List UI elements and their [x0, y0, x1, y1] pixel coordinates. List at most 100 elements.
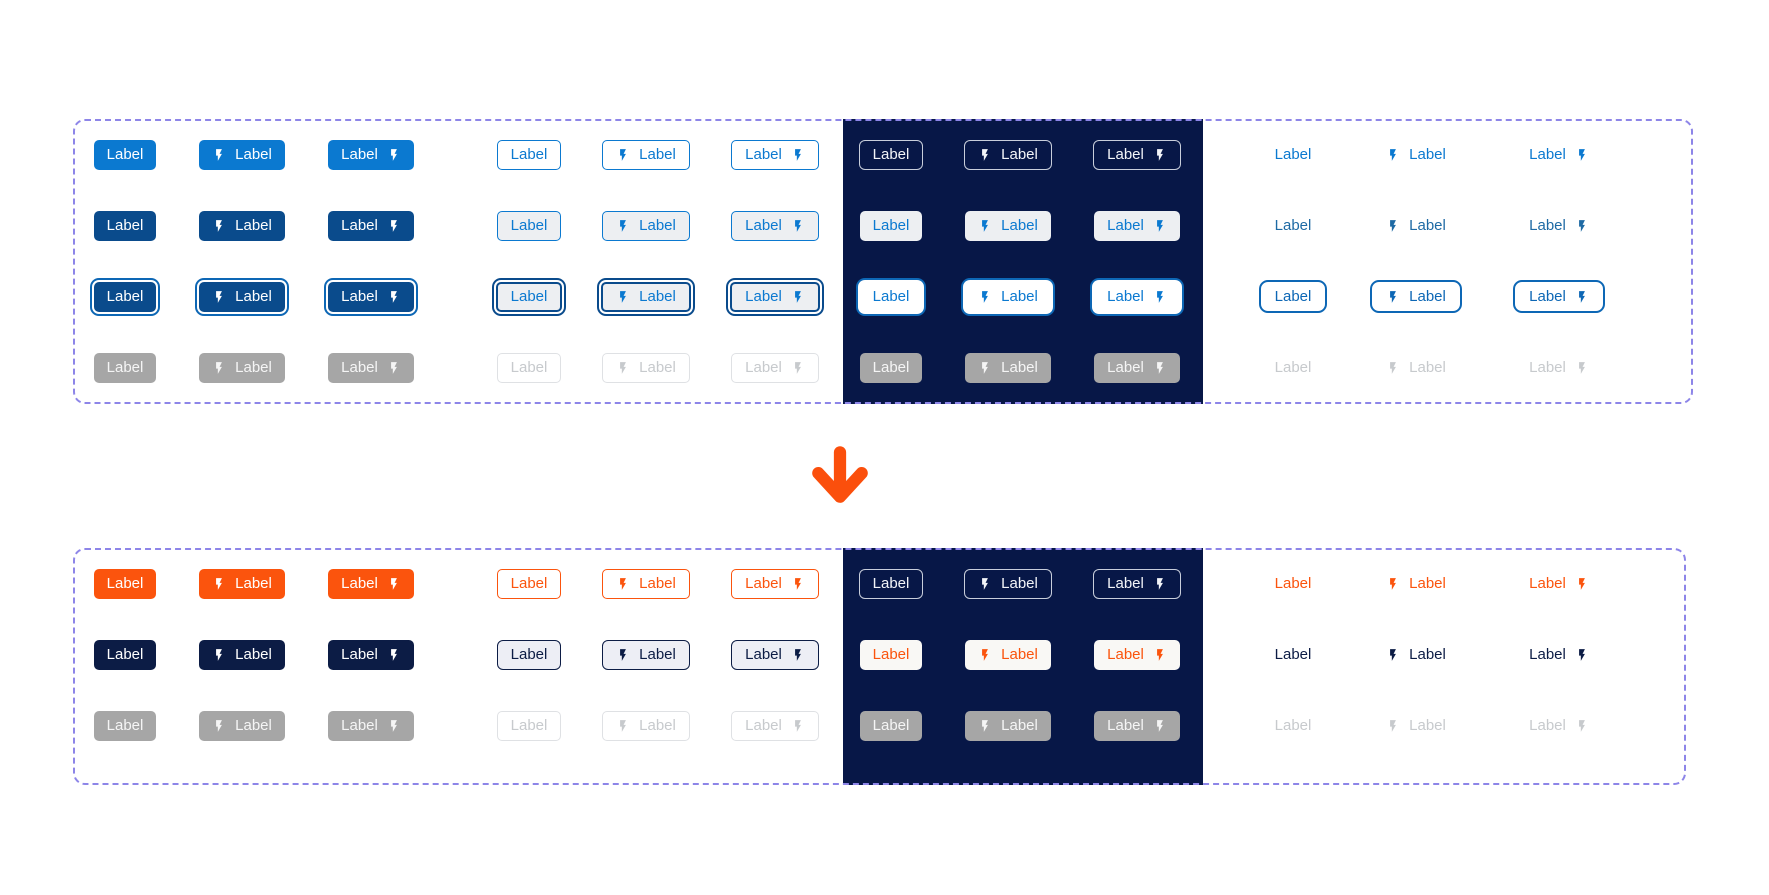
text-button-hover-trailing-icon[interactable]: Label [1523, 211, 1595, 241]
ondark-button-default-leading-icon[interactable]: Label [964, 139, 1052, 170]
text-button-disabled-trailing-icon[interactable]: Label [1523, 711, 1595, 741]
button-label: Label [872, 646, 910, 663]
filled-button-default-leading-icon[interactable]: Label [199, 139, 285, 170]
filled-button-focus-trailing-icon[interactable]: Label [328, 281, 414, 312]
ondark-button-hover-trailing-icon[interactable]: Label [1094, 210, 1180, 241]
outline-button-disabled-leading-icon[interactable]: Label [602, 352, 690, 383]
outline-button-disabled-leading-icon[interactable]: Label [602, 710, 690, 741]
outline-button-default-leading-icon[interactable]: Label [602, 139, 690, 170]
outline-button-default-leading-icon[interactable]: Label [602, 568, 690, 599]
button-label: Label [1001, 288, 1038, 305]
text-button-default-leading-icon[interactable]: Label [1380, 569, 1452, 599]
text-button-hover-label-only[interactable]: Label [1269, 211, 1318, 241]
text-button-default-trailing-icon[interactable]: Label [1523, 569, 1595, 599]
filled-button-focus-label-only[interactable]: Label [93, 281, 157, 312]
ondark-button-disabled-leading-icon[interactable]: Label [965, 710, 1051, 741]
button-label: Label [1001, 217, 1038, 234]
text-button-default-trailing-icon[interactable]: Label [1523, 140, 1595, 170]
bolt-icon [216, 719, 223, 732]
text-button-hover-trailing-icon[interactable]: Label [1523, 640, 1595, 670]
text-button-disabled-label-only[interactable]: Label [1269, 711, 1318, 741]
ondark-button-default-label-only[interactable]: Label [858, 139, 924, 170]
outline-button-focus-trailing-icon[interactable]: Label [730, 281, 820, 312]
text-button-hover-label-only[interactable]: Label [1269, 640, 1318, 670]
text-button-disabled-trailing-icon[interactable]: Label [1523, 353, 1595, 383]
ondark-button-default-label-only[interactable]: Label [858, 568, 924, 599]
bolt-icon [1578, 290, 1585, 303]
text-button-focus-leading-icon[interactable]: Label [1370, 280, 1462, 313]
bolt-icon [620, 148, 627, 161]
filled-button-default-trailing-icon[interactable]: Label [328, 568, 414, 599]
outline-button-focus-label-only[interactable]: Label [495, 281, 563, 312]
outline-button-default-trailing-icon[interactable]: Label [731, 139, 819, 170]
filled-button-default-trailing-icon[interactable]: Label [328, 139, 414, 170]
filled-button-focus-leading-icon[interactable]: Label [199, 281, 285, 312]
filled-button-hover-label-only[interactable]: Label [93, 210, 157, 241]
ondark-button-default-trailing-icon[interactable]: Label [1093, 568, 1181, 599]
text-button-default-leading-icon[interactable]: Label [1380, 140, 1452, 170]
outline-button-disabled-trailing-icon[interactable]: Label [731, 710, 819, 741]
ondark-button-hover-leading-icon[interactable]: Label [965, 639, 1051, 670]
ondark-button-default-leading-icon[interactable]: Label [964, 568, 1052, 599]
ondark-button-focus-trailing-icon[interactable]: Label [1094, 281, 1180, 312]
filled-button-disabled-label-only[interactable]: Label [93, 710, 157, 741]
button-label: Label [745, 288, 782, 305]
filled-button-disabled-trailing-icon[interactable]: Label [328, 710, 414, 741]
bolt-icon [1578, 648, 1585, 661]
ondark-button-hover-trailing-icon[interactable]: Label [1094, 639, 1180, 670]
text-button-focus-label-only[interactable]: Label [1258, 280, 1328, 313]
filled-button-disabled-trailing-icon[interactable]: Label [328, 352, 414, 383]
outline-button-hover-trailing-icon[interactable]: Label [731, 639, 819, 670]
filled-button-hover-label-only[interactable]: Label [93, 639, 157, 670]
ondark-button-disabled-leading-icon[interactable]: Label [965, 352, 1051, 383]
ondark-button-hover-label-only[interactable]: Label [859, 639, 923, 670]
outline-button-default-label-only[interactable]: Label [496, 139, 562, 170]
filled-button-disabled-leading-icon[interactable]: Label [199, 710, 285, 741]
bolt-icon [390, 648, 397, 661]
outline-button-disabled-label-only[interactable]: Label [496, 710, 562, 741]
text-button-default-label-only[interactable]: Label [1269, 140, 1318, 170]
filled-button-disabled-leading-icon[interactable]: Label [199, 352, 285, 383]
text-button-disabled-leading-icon[interactable]: Label [1380, 353, 1452, 383]
outline-button-hover-leading-icon[interactable]: Label [602, 639, 690, 670]
outline-button-default-trailing-icon[interactable]: Label [731, 568, 819, 599]
filled-button-hover-leading-icon[interactable]: Label [199, 210, 285, 241]
bolt-icon [1390, 290, 1397, 303]
outline-button-hover-leading-icon[interactable]: Label [602, 210, 690, 241]
filled-button-hover-trailing-icon[interactable]: Label [328, 639, 414, 670]
ondark-button-disabled-trailing-icon[interactable]: Label [1094, 352, 1180, 383]
ondark-button-disabled-trailing-icon[interactable]: Label [1094, 710, 1180, 741]
bolt-icon [794, 648, 801, 661]
ondark-button-disabled-label-only[interactable]: Label [859, 352, 923, 383]
text-button-hover-leading-icon[interactable]: Label [1380, 211, 1452, 241]
filled-button-default-label-only[interactable]: Label [93, 568, 157, 599]
text-button-default-label-only[interactable]: Label [1269, 569, 1318, 599]
text-button-focus-trailing-icon[interactable]: Label [1513, 280, 1605, 313]
outline-button-hover-trailing-icon[interactable]: Label [731, 210, 819, 241]
filled-button-hover-leading-icon[interactable]: Label [199, 639, 285, 670]
filled-button-hover-trailing-icon[interactable]: Label [328, 210, 414, 241]
bolt-icon [1390, 219, 1397, 232]
outline-button-default-label-only[interactable]: Label [496, 568, 562, 599]
text-button-hover-leading-icon[interactable]: Label [1380, 640, 1452, 670]
filled-button-disabled-label-only[interactable]: Label [93, 352, 157, 383]
filled-button-default-label-only[interactable]: Label [93, 139, 157, 170]
text-button-disabled-leading-icon[interactable]: Label [1380, 711, 1452, 741]
ondark-button-hover-label-only[interactable]: Label [859, 210, 923, 241]
outline-button-disabled-label-only[interactable]: Label [496, 352, 562, 383]
ondark-button-default-trailing-icon[interactable]: Label [1093, 139, 1181, 170]
ondark-button-focus-leading-icon[interactable]: Label [965, 281, 1051, 312]
text-button-disabled-label-only[interactable]: Label [1269, 353, 1318, 383]
ondark-button-disabled-label-only[interactable]: Label [859, 710, 923, 741]
outline-button-hover-label-only[interactable]: Label [496, 210, 562, 241]
button-label: Label [341, 146, 378, 163]
filled-button-default-leading-icon[interactable]: Label [199, 568, 285, 599]
outline-button-focus-leading-icon[interactable]: Label [601, 281, 691, 312]
outline-button-disabled-trailing-icon[interactable]: Label [731, 352, 819, 383]
ondark-button-hover-leading-icon[interactable]: Label [965, 210, 1051, 241]
outline-button-hover-label-only[interactable]: Label [496, 639, 562, 670]
ondark-button-focus-label-only[interactable]: Label [859, 281, 923, 312]
bolt-icon [390, 719, 397, 732]
